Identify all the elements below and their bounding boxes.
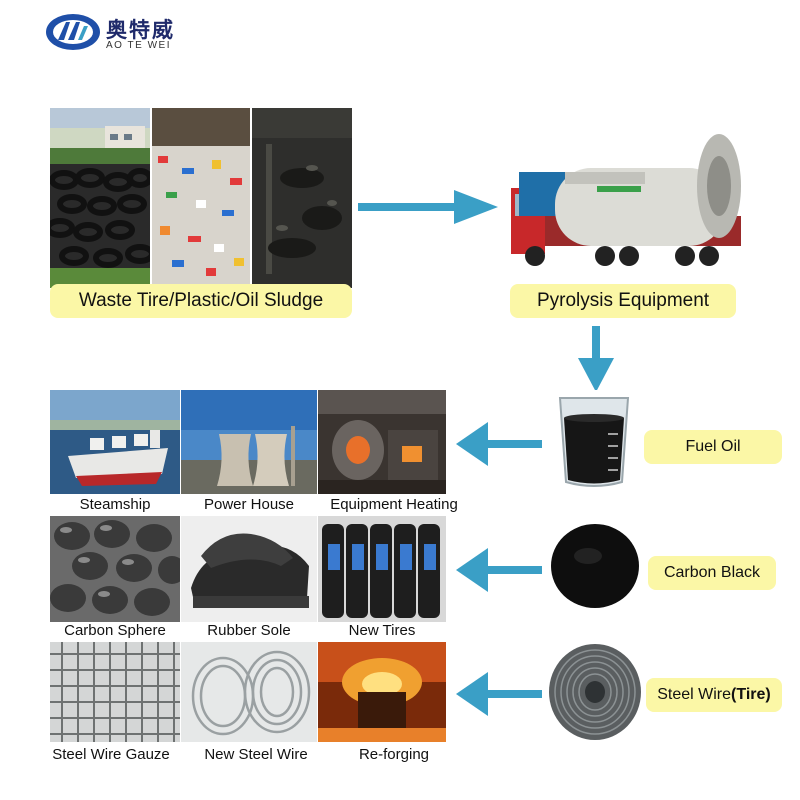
arrow-left-steel-wire: [456, 672, 542, 716]
power-house-photo: [181, 390, 317, 494]
equipment-heating-photo: [318, 390, 446, 494]
oil-sludge-photo: [252, 108, 352, 288]
product-label-steel-wire-text: Steel Wire: [657, 686, 732, 703]
fuel-oil-beaker-photo: [548, 390, 640, 490]
rubber-sole-photo: [181, 516, 317, 622]
use-steel-wire-gauze: Steel Wire Gauze: [52, 746, 170, 763]
use-equipment-heating: Equipment Heating: [330, 496, 458, 513]
product-label-fuel-oil: Fuel Oil: [644, 430, 782, 464]
carbon-black-photo: [548, 520, 642, 612]
process-label: Pyrolysis Equipment: [510, 284, 736, 318]
product-label-steel-wire: Steel Wire(Tire): [646, 678, 782, 712]
use-steamship: Steamship: [79, 496, 151, 513]
steel-wire-coil-photo: [546, 642, 644, 742]
use-re-forging: Re-forging: [358, 746, 430, 763]
arrow-right-to-process: [358, 190, 498, 224]
new-steel-wire-photo: [181, 642, 317, 742]
arrow-left-carbon-black: [456, 548, 542, 592]
re-forging-photo: [318, 642, 446, 742]
steel-wire-gauze-photo: [50, 642, 180, 742]
waste-tire-photo: [50, 108, 150, 288]
product-label-carbon-black: Carbon Black: [648, 556, 776, 590]
waste-plastic-photo: [152, 108, 250, 288]
product-label-steel-wire-suffix: (Tire): [731, 686, 771, 703]
new-tires-photo: [318, 516, 446, 622]
brand-name-cn: 奥特威: [106, 18, 175, 42]
pyrolysis-truck-photo: [505, 120, 745, 290]
use-rubber-sole: Rubber Sole: [207, 622, 291, 639]
steamship-photo: [50, 390, 180, 494]
input-label: Waste Tire/Plastic/Oil Sludge: [50, 284, 352, 318]
arrow-down-to-products: [578, 326, 614, 392]
use-carbon-sphere: Carbon Sphere: [64, 622, 166, 639]
arrow-left-fuel-oil: [456, 422, 542, 466]
use-new-tires: New Tires: [348, 622, 416, 639]
carbon-sphere-photo: [50, 516, 180, 622]
use-new-steel-wire: New Steel Wire: [204, 746, 308, 763]
brand-name-en: AO TE WEI: [106, 40, 171, 51]
brand-logo-icon: [44, 12, 102, 52]
use-power-house: Power House: [203, 496, 295, 513]
